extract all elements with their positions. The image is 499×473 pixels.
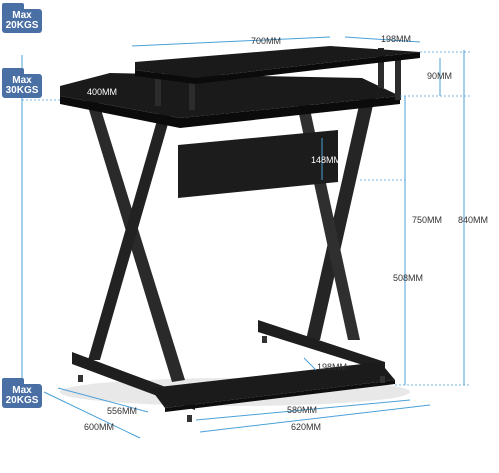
top-shelf-surface (135, 46, 420, 78)
bottom-clearance-label: 508MM (393, 273, 424, 283)
dim-line-700 (131, 36, 331, 47)
outer-depth-label: 600MM (84, 422, 115, 432)
dim-line-580 (195, 399, 411, 421)
modesty-panel (178, 130, 338, 198)
badge-line2: 30KGS (5, 85, 39, 96)
badge-line1: Max (12, 75, 32, 86)
left-frame-rear-leg (86, 100, 185, 382)
foot-pad (262, 336, 267, 343)
foot-pad (380, 376, 385, 383)
dim-line-198-bottom (303, 357, 317, 371)
bottom-shelf-depth-label: 198MM (317, 362, 348, 372)
badge-body: Max 30KGS (2, 74, 42, 98)
extension-lines (22, 51, 470, 386)
badge-tab (2, 68, 24, 74)
inner-width-label: 580MM (287, 405, 318, 415)
top-shelf-width-label: 700MM (251, 36, 282, 46)
badge-tab (2, 3, 24, 9)
dim-line-198-top (344, 36, 421, 43)
foot-pad (78, 375, 83, 382)
top-shelf-height-label: 90MM (427, 71, 453, 81)
bottom-shelf-capacity-badge: Max 20KGS (2, 378, 42, 408)
top-shelf-post-front (189, 78, 195, 110)
left-frame-diagonal (88, 110, 172, 360)
dim-line-556 (57, 387, 149, 413)
right-frame-foot (258, 320, 385, 372)
bottom-shelf-edge (165, 380, 395, 412)
top-shelf-capacity-badge: Max 20KGS (2, 3, 42, 33)
badge-tab (2, 378, 24, 384)
desk-height-label: 750MM (412, 215, 443, 225)
desktop-capacity-badge: Max 30KGS (2, 68, 42, 98)
top-shelf-post-right (378, 48, 384, 88)
foot-pad (187, 415, 192, 422)
dim-line-600 (43, 391, 141, 439)
bottom-shelf (150, 362, 395, 408)
desktop-surface (60, 73, 400, 118)
outer-width-label: 620MM (291, 422, 322, 432)
total-height-label: 840MM (458, 215, 489, 225)
right-frame-diagonal (306, 92, 376, 340)
top-shelf-depth-label: 198MM (381, 34, 412, 44)
inner-depth-label: 556MM (107, 406, 138, 416)
badge-body: Max 20KGS (2, 9, 42, 33)
badge-line2: 20KGS (5, 395, 39, 406)
panel-height-label: 148MM (311, 155, 342, 165)
top-shelf-post-left (155, 70, 161, 106)
badge-line2: 20KGS (5, 20, 39, 31)
top-shelf-post-right-front (395, 60, 401, 100)
badge-line1: Max (12, 10, 32, 21)
dimension-lines (21, 36, 465, 439)
badge-line1: Max (12, 385, 32, 396)
desktop-depth-label: 400MM (87, 87, 118, 97)
desktop-edge (60, 96, 400, 128)
badge-body: Max 20KGS (2, 384, 42, 408)
dim-line-620 (199, 404, 431, 433)
